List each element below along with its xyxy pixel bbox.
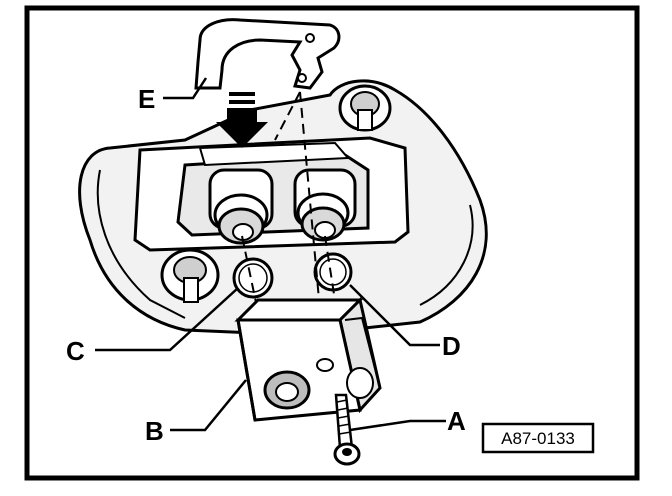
reference-code-box [481, 422, 595, 454]
lower-left-nut [160, 248, 220, 303]
label-d: D [442, 331, 461, 361]
label-c: C [66, 336, 85, 366]
mounting-bolt [333, 393, 361, 466]
label-b: B [145, 416, 164, 446]
connecting-block [234, 297, 382, 422]
sealing-ring-c [232, 257, 274, 299]
reference-code: A87-0133 [501, 429, 575, 448]
left-pipe-port [208, 168, 274, 245]
label-a: A [447, 406, 466, 436]
upper-right-nut [338, 84, 392, 132]
label-e: E [138, 84, 155, 114]
leader-lines [95, 77, 446, 432]
retaining-clip [194, 18, 341, 90]
insertion-arrow [216, 92, 268, 148]
